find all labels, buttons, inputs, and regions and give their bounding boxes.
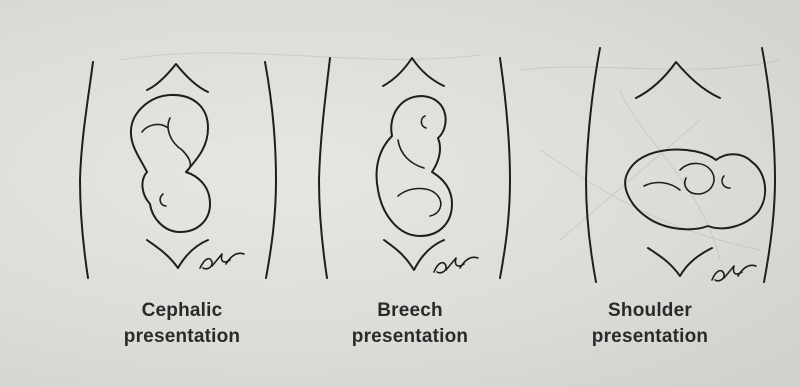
fetus-body [625,149,765,229]
abdomen-left-contour [319,58,330,278]
artist-signature [712,265,756,280]
fetus-ear [160,194,166,206]
fetus-arm [644,183,680,190]
fetus-ear [421,116,426,128]
caption-line-1: Shoulder [540,298,760,324]
abdomen-right-contour [500,58,510,278]
pubic-arch [648,248,712,276]
caption-line-1: Cephalic [72,298,292,324]
caption-line-2: presentation [540,324,760,350]
caption-cephalic-presentation: Cephalic presentation [72,298,292,350]
costal-margin [147,64,208,92]
caption-line-1: Breech [300,298,520,324]
abdomen-left-contour [586,48,600,282]
fetus-ear [722,176,730,188]
cephalic-presentation-figure [80,62,276,278]
costal-margin [383,58,444,86]
fetus-arm [168,118,190,172]
fetus-leg [142,125,168,132]
abdomen-left-contour [80,62,93,278]
fetus-leg [680,163,714,194]
artist-signature [434,257,478,272]
fetus-leg [398,189,441,217]
abdomen-right-contour [762,48,775,282]
caption-shoulder-presentation: Shoulder presentation [540,298,760,350]
fetus-body [377,96,452,236]
abdomen-right-contour [265,62,276,278]
fetus-arm [398,140,424,168]
breech-presentation-figure [319,58,510,278]
artist-signature [200,253,244,268]
costal-margin [636,62,720,98]
pubic-arch [147,240,208,268]
caption-breech-presentation: Breech presentation [300,298,520,350]
pubic-arch [384,240,444,270]
fetus-body [131,95,210,232]
caption-line-2: presentation [300,324,520,350]
caption-line-2: presentation [72,324,292,350]
